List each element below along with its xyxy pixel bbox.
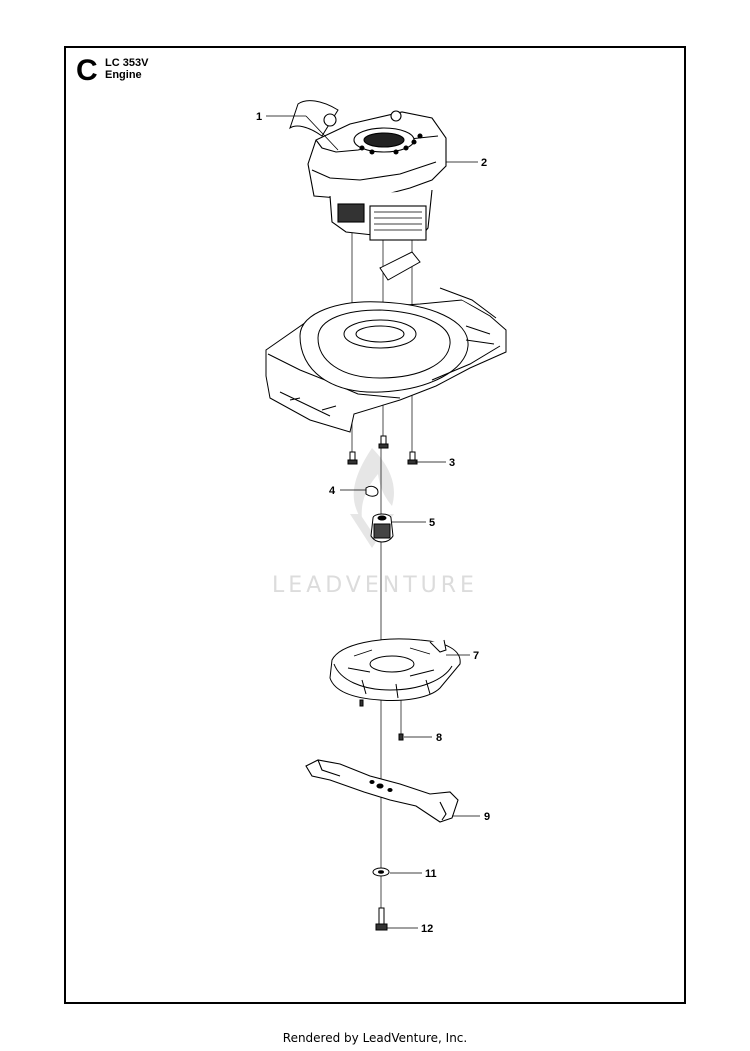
callout-8: 8 [436, 732, 442, 744]
part-8-screws [359, 699, 404, 741]
callout-11: 11 [425, 868, 437, 880]
part-2-engine [307, 110, 447, 241]
watermark: LEADVENTURE [272, 448, 478, 598]
callout-5: 5 [429, 517, 435, 529]
part-3-screws [347, 435, 418, 465]
callout-7: 7 [473, 650, 479, 662]
callout-2: 2 [481, 157, 487, 169]
part-5-adapter [370, 513, 394, 543]
assembly-title: Engine [105, 69, 142, 81]
part-4-key [365, 485, 379, 497]
part-1-decal [289, 100, 339, 137]
footer-credit: Rendered by LeadVenture, Inc. [282, 1031, 468, 1045]
section-letter: C [76, 54, 98, 87]
callout-labels: 1 2 3 4 5 7 8 9 11 12 [256, 111, 490, 935]
part-11-washer [372, 867, 390, 877]
callout-1: 1 [256, 111, 262, 123]
callout-4: 4 [329, 485, 336, 497]
part-9-blade [305, 759, 459, 823]
part-7-blade-holder [329, 638, 461, 701]
mower-deck [265, 251, 507, 433]
diagram-frame [64, 46, 686, 1004]
model-title: LC 353V [105, 57, 149, 69]
watermark-text: LEADVENTURE [272, 573, 478, 598]
callout-3: 3 [449, 457, 455, 469]
callout-12: 12 [421, 923, 433, 935]
callout-9: 9 [484, 811, 490, 823]
leader-lines [266, 115, 480, 929]
part-12-bolt [375, 907, 388, 931]
